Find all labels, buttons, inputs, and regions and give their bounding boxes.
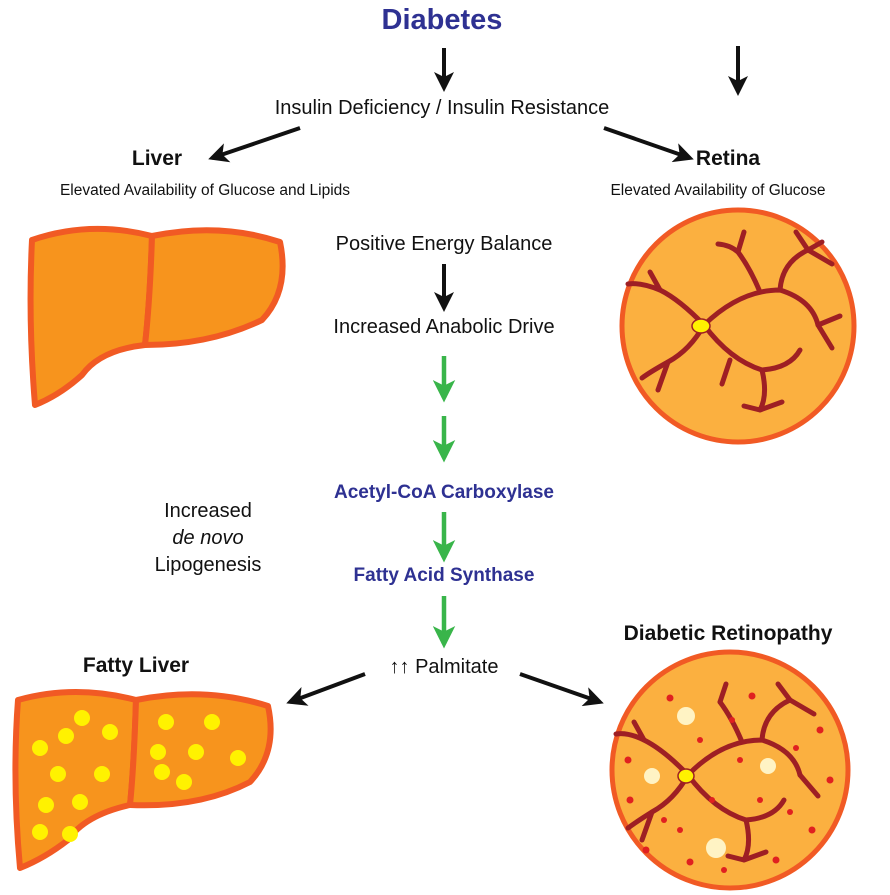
black-arrows: [208, 46, 748, 707]
side-label-line1: Increased: [164, 500, 252, 522]
retina-heading: Retina: [695, 147, 761, 170]
enzyme-acetyl-coa-carboxylase: Acetyl-CoA Carboxylase: [334, 482, 554, 503]
product-palmitate: ↑↑ Palmitate: [389, 656, 499, 678]
step-increased-anabolic-drive: Increased Anabolic Drive: [333, 316, 555, 338]
retina-subtitle: Elevated Availability of Glucose: [610, 182, 826, 199]
diagram-title: Diabetes: [381, 4, 503, 36]
liver-heading: Liver: [131, 147, 183, 170]
arrow-cause-to-liver: [208, 126, 301, 163]
liver-subtitle: Elevated Availability of Glucose and Lip…: [59, 182, 351, 199]
arrow-palmitate-to-retinopathy: [519, 672, 604, 707]
liver-illustration: [27, 225, 286, 408]
step-positive-energy-balance: Positive Energy Balance: [335, 233, 553, 255]
enzyme-fatty-acid-synthase: Fatty Acid Synthase: [353, 565, 535, 586]
fatty-liver-heading: Fatty Liver: [82, 654, 190, 677]
fatty-liver-illustration: [12, 689, 274, 871]
retinopathy-illustration: [609, 649, 851, 891]
retina-illustration: [619, 207, 857, 445]
side-label-line3: Lipogenesis: [154, 554, 262, 576]
arrow-palmitate-to-fatty-liver: [286, 672, 366, 706]
cause-label: Insulin Deficiency / Insulin Resistance: [274, 97, 610, 119]
side-label-line2: de novo: [172, 527, 244, 549]
retinopathy-heading: Diabetic Retinopathy: [623, 622, 833, 645]
arrow-cause-to-retina: [603, 126, 694, 163]
